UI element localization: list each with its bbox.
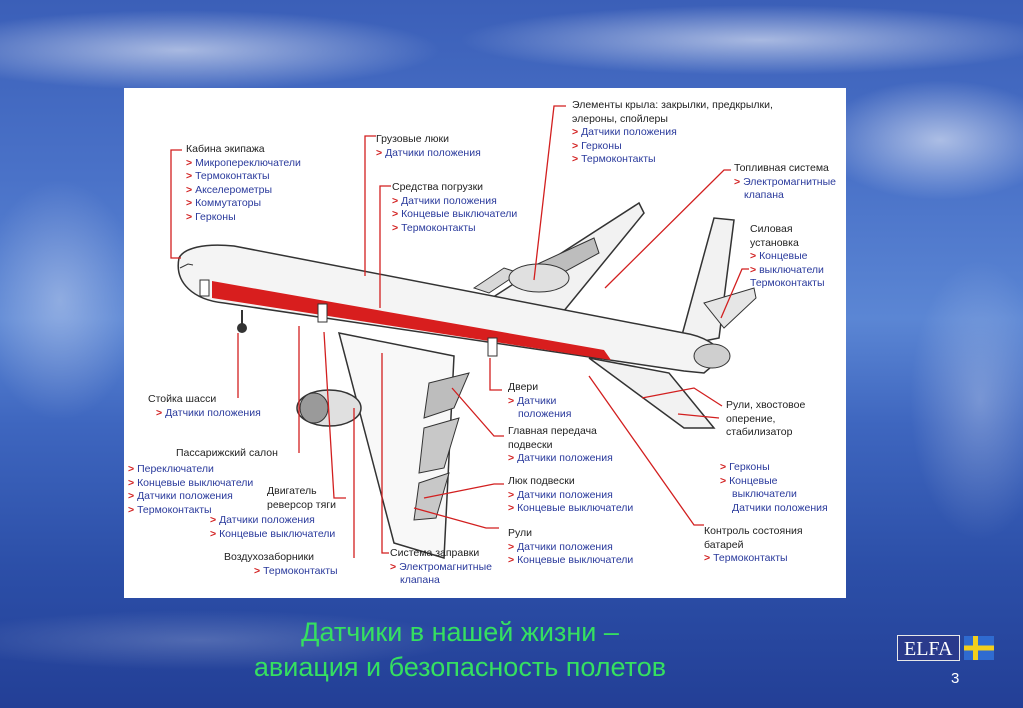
label-hatch-head: Люк подвески: [508, 475, 575, 487]
label-rudders: Рули Датчики положения Концевые выключат…: [508, 527, 633, 568]
label-cockpit-item: Акселерометры: [186, 184, 301, 198]
label-doors: Двери Датчики положения: [508, 381, 571, 422]
label-battery-head: Контроль состояния: [704, 525, 803, 537]
label-gearbox-head: подвески: [508, 438, 553, 451]
label-wing-head: Элементы крыла: закрылки, предкрылки,: [572, 99, 773, 111]
elfa-logo: ELFA: [897, 635, 1009, 661]
label-fuel: Топливная система Электромагнитные клапа…: [734, 162, 836, 203]
label-power-item: выключатели: [750, 264, 825, 278]
label-cabin-head: Пассарижский салон: [176, 447, 278, 461]
label-power-head: установка: [750, 236, 799, 249]
label-cabin-item: Датчики положения: [128, 490, 253, 504]
label-tail-items: Герконы Концевые выключатели Датчики пол…: [720, 461, 828, 515]
label-engine-head: Двигатель: [267, 485, 317, 497]
label-loading-item: Термоконтакты: [392, 222, 517, 236]
elfa-logo-text: ELFA: [897, 635, 960, 661]
label-gear: Стойка шасси Датчики положения: [148, 393, 261, 420]
label-tail-item: Датчики положения: [732, 501, 828, 514]
label-doors-item: Датчики: [508, 395, 571, 409]
page-number: 3: [951, 670, 960, 687]
label-gearbox-head: Главная передача: [508, 425, 597, 437]
label-engine-item: Датчики положения: [210, 514, 335, 528]
label-cabin: Переключатели Концевые выключатели Датчи…: [128, 463, 253, 517]
label-loading-head: Средства погрузки: [392, 181, 484, 193]
label-tail: Рули, хвостовое оперение, стабилизатор: [726, 399, 805, 440]
label-rudders-head: Рули: [508, 527, 533, 539]
label-cockpit-item: Коммутаторы: [186, 197, 301, 211]
label-cabin-item: Термоконтакты: [128, 504, 253, 518]
label-intake-item: Термоконтакты: [224, 565, 338, 579]
label-intake-head: Воздухозаборники: [224, 551, 315, 563]
label-tail-head: стабилизатор: [726, 426, 793, 438]
label-rudders-item: Датчики положения: [508, 541, 633, 555]
slide-title-line1: Датчики в нашей жизни –: [301, 617, 619, 647]
leader-lines: [170, 105, 749, 558]
aircraft-diagram-panel: Кабина экипажа Микропереключатели Термок…: [124, 88, 846, 598]
label-cargo-hatches: Грузовые люки Датчики положения: [376, 133, 481, 160]
label-battery-item: Термоконтакты: [704, 552, 803, 566]
label-loading: Средства погрузки Датчики положения Конц…: [392, 181, 517, 235]
label-engine-items: Датчики положения Концевые выключатели: [210, 514, 335, 541]
label-refuel-item: клапана: [400, 574, 440, 586]
label-power-item: Концевые: [750, 250, 825, 264]
label-gearbox-item: Датчики положения: [508, 452, 613, 466]
label-hatch-item: Концевые выключатели: [508, 502, 633, 516]
label-tail-item: выключатели: [732, 488, 797, 500]
label-cabin-item: Концевые выключатели: [128, 477, 253, 491]
label-cargo-hatches-item: Датчики положения: [376, 147, 481, 161]
label-gear-head: Стойка шасси: [148, 393, 217, 405]
label-engine-head: реверсор тяги: [267, 498, 336, 511]
label-hatch: Люк подвески Датчики положения Концевые …: [508, 475, 633, 516]
label-cargo-hatches-head: Грузовые люки: [376, 133, 449, 145]
label-power-head: Силовая: [750, 223, 793, 235]
label-loading-item: Концевые выключатели: [392, 208, 517, 222]
label-wing-item: Термоконтакты: [572, 153, 773, 167]
label-wing-item: Герконы: [572, 140, 773, 154]
label-fuel-head: Топливная система: [734, 162, 829, 174]
label-tail-item: Концевые: [720, 475, 828, 489]
slide-title: Датчики в нашей жизни – авиация и безопа…: [200, 615, 720, 685]
label-power-item: Термоконтакты: [750, 277, 825, 289]
label-cockpit-item: Герконы: [186, 211, 301, 225]
label-fuel-item: Электромагнитные: [734, 176, 836, 190]
label-wing-head: элероны, спойлеры: [572, 112, 668, 125]
label-cabin-item: Переключатели: [128, 463, 253, 477]
label-refuel-head: Система заправки: [390, 547, 480, 559]
label-fuel-item: клапана: [744, 189, 784, 201]
label-battery: Контроль состояния батарей Термоконтакты: [704, 525, 803, 566]
label-tail-item: Герконы: [720, 461, 828, 475]
label-tail-head: Рули, хвостовое: [726, 399, 806, 411]
label-battery-head: батарей: [704, 538, 744, 551]
label-doors-item: положения: [518, 408, 572, 420]
label-engine-item: Концевые выключатели: [210, 528, 335, 542]
label-cockpit: Кабина экипажа Микропереключатели Термок…: [186, 143, 301, 224]
label-engine: Двигатель реверсор тяги: [267, 485, 336, 512]
label-gear-item: Датчики положения: [148, 407, 261, 421]
label-refuel: Система заправки Электромагнитные клапан…: [390, 547, 492, 588]
label-cockpit-item: Термоконтакты: [186, 170, 301, 184]
label-loading-item: Датчики положения: [392, 195, 517, 209]
label-power: Силовая установка Концевые выключатели Т…: [750, 223, 825, 291]
label-hatch-item: Датчики положения: [508, 489, 633, 503]
label-wing-item: Датчики положения: [572, 126, 773, 140]
label-gearbox: Главная передача подвески Датчики положе…: [508, 425, 613, 466]
label-wing: Элементы крыла: закрылки, предкрылки, эл…: [572, 99, 773, 167]
label-cockpit-head: Кабина экипажа: [186, 143, 265, 155]
label-refuel-item: Электромагнитные: [390, 561, 492, 575]
label-intake: Воздухозаборники Термоконтакты: [224, 551, 338, 578]
slide-title-line2: авиация и безопасность полетов: [253, 652, 667, 682]
swedish-flag-icon: [963, 636, 994, 660]
label-tail-head: оперение,: [726, 412, 776, 425]
label-cabin-head-text: Пассарижский салон: [176, 447, 278, 459]
label-doors-head: Двери: [508, 381, 539, 393]
label-rudders-item: Концевые выключатели: [508, 554, 633, 568]
aircraft-illustration: [177, 201, 757, 559]
label-cockpit-item: Микропереключатели: [186, 157, 301, 171]
